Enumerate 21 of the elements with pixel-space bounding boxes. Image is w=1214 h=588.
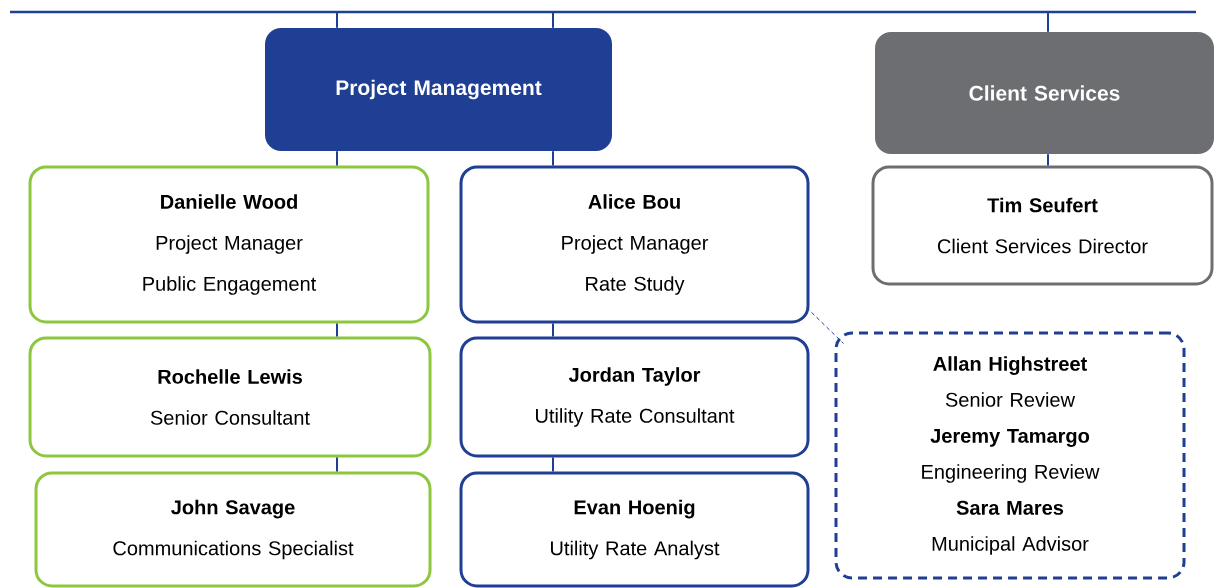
person-box: John Savage Communications Specialist	[34, 471, 432, 588]
department-box: Project Management	[265, 28, 612, 151]
connector-line	[336, 150, 338, 167]
connector-line	[552, 150, 554, 167]
person-box: Danielle Wood Project Manager Public Engagement	[28, 165, 430, 324]
person-box: Alice Bou Project Manager Rate Study	[459, 165, 810, 324]
person-box: Jordan Taylor Utility Rate Consultant	[459, 336, 810, 458]
dashed-connector	[806, 307, 844, 344]
person-box: Evan Hoenig Utility Rate Analyst	[459, 471, 810, 588]
connector-line	[552, 456, 554, 473]
connector-line	[336, 11, 338, 29]
connector-line	[552, 11, 554, 29]
connector-line	[552, 322, 554, 338]
connector-line	[1047, 11, 1049, 33]
person-box: Rochelle Lewis Senior Consultant	[28, 336, 432, 458]
review-group-box: Allan Highstreet Senior Review Jeremy Tamargo Engineering Review Sara Mares Municipal Advisor	[834, 331, 1186, 580]
connector-line	[336, 456, 338, 473]
connector-line	[1047, 153, 1049, 167]
connector-line	[336, 322, 338, 338]
department-box: Client Services	[875, 32, 1214, 154]
person-box: Tim Seufert Client Services Director	[871, 165, 1214, 286]
